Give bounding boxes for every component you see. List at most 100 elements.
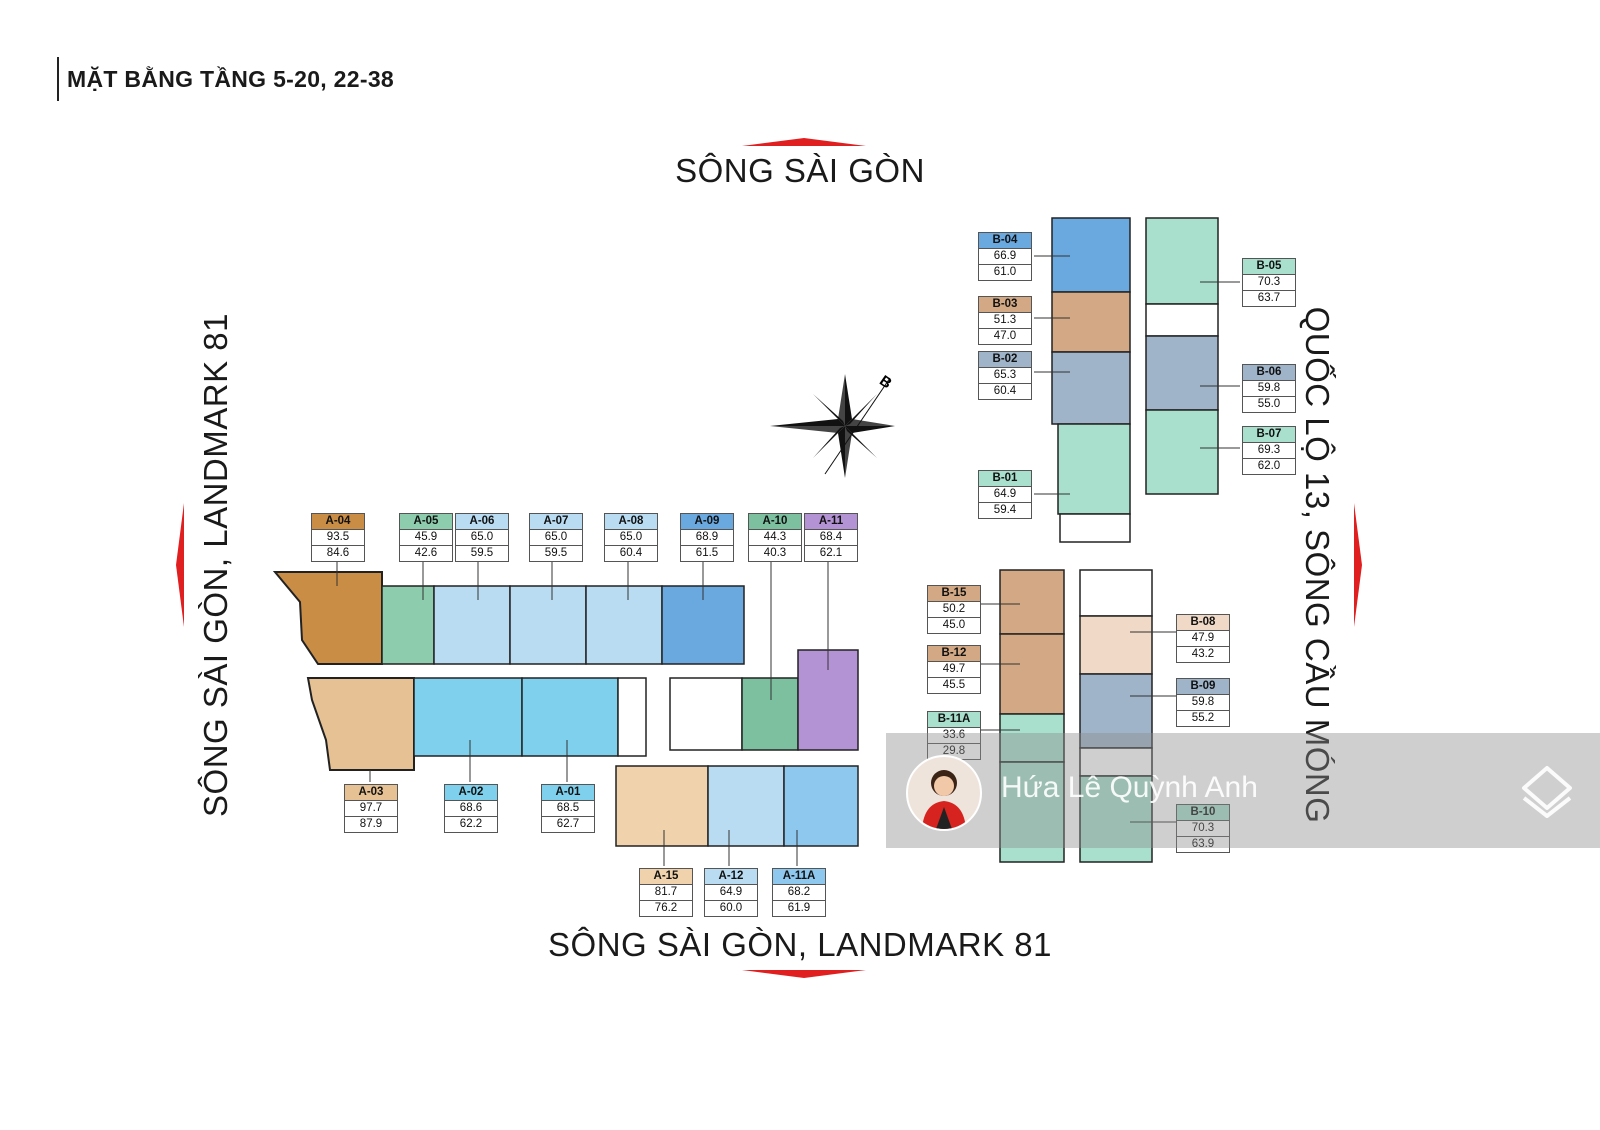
core-B-upper bbox=[1145, 303, 1219, 337]
unit-block-A-07 bbox=[509, 585, 587, 665]
unit-area-gross: 45.9 bbox=[400, 530, 452, 546]
unit-area-gross: 44.3 bbox=[749, 530, 801, 546]
unit-code: B-06 bbox=[1243, 365, 1295, 381]
unit-area-net: 63.7 bbox=[1257, 292, 1281, 304]
unit-area-gross: 64.9 bbox=[979, 487, 1031, 503]
unit-code: B-07 bbox=[1243, 427, 1295, 443]
compass-rose-icon: B bbox=[770, 372, 895, 478]
unit-code: B-12 bbox=[928, 646, 980, 662]
unit-code: A-03 bbox=[345, 785, 397, 801]
unit-area-net: 45.0 bbox=[942, 619, 966, 631]
unit-area-net: 63.9 bbox=[1191, 838, 1215, 850]
unit-area-gross: 93.5 bbox=[312, 530, 364, 546]
unit-code: B-03 bbox=[979, 297, 1031, 313]
unit-block-B-05 bbox=[1145, 217, 1219, 305]
unit-area-net: 62.2 bbox=[459, 818, 483, 830]
unit-area-net: 59.4 bbox=[993, 504, 1017, 516]
unit-area-gross: 59.8 bbox=[1243, 381, 1295, 397]
unit-block-B-11-lower bbox=[999, 761, 1065, 863]
unit-area-gross: 68.6 bbox=[445, 801, 497, 817]
unit-code: B-01 bbox=[979, 471, 1031, 487]
unit-code: B-04 bbox=[979, 233, 1031, 249]
direction-arrow-bottom bbox=[742, 970, 866, 978]
unit-area-net: 55.0 bbox=[1257, 398, 1281, 410]
direction-arrow-top bbox=[742, 138, 866, 146]
unit-code: B-05 bbox=[1243, 259, 1295, 275]
unit-area-net: 62.7 bbox=[556, 818, 580, 830]
unit-block-B-08 bbox=[1079, 615, 1153, 675]
unit-area-gross: 70.3 bbox=[1243, 275, 1295, 291]
unit-area-net: 76.2 bbox=[654, 902, 678, 914]
unit-area-net: 47.0 bbox=[993, 330, 1017, 342]
unit-area-gross: 47.9 bbox=[1177, 631, 1229, 647]
unit-area-net: 29.8 bbox=[942, 745, 966, 757]
unit-block-A-11A bbox=[783, 765, 859, 847]
unit-area-gross: 51.3 bbox=[979, 313, 1031, 329]
watermark-name: Hứa Lê Quỳnh Anh bbox=[1001, 771, 1258, 804]
unit-block-A-03 bbox=[306, 677, 415, 771]
unit-area-net: 60.4 bbox=[993, 385, 1017, 397]
unit-code: A-02 bbox=[445, 785, 497, 801]
unit-area-gross: 97.7 bbox=[345, 801, 397, 817]
unit-area-net: 87.9 bbox=[359, 818, 383, 830]
unit-area-net: 59.5 bbox=[470, 547, 494, 559]
unit-area-net: 84.6 bbox=[326, 547, 350, 559]
unit-area-net: 61.9 bbox=[787, 902, 811, 914]
core-A-east bbox=[669, 677, 743, 751]
unit-code: A-07 bbox=[530, 514, 582, 530]
unit-block-B-06 bbox=[1145, 335, 1219, 411]
unit-block-B-12 bbox=[999, 633, 1065, 715]
plan-title-text: MẶT BẰNG TẦNG 5-20, 22-38 bbox=[67, 65, 395, 92]
unit-code: A-11 bbox=[805, 514, 857, 530]
unit-block-A-08 bbox=[585, 585, 663, 665]
unit-area-gross: 65.0 bbox=[456, 530, 508, 546]
unit-block-A-15 bbox=[615, 765, 709, 847]
unit-area-net: 62.0 bbox=[1257, 460, 1281, 472]
unit-area-net: 60.4 bbox=[619, 547, 643, 559]
unit-block-B-04 bbox=[1051, 217, 1131, 293]
unit-area-gross: 65.3 bbox=[979, 368, 1031, 384]
unit-block-A-10 bbox=[741, 677, 799, 751]
direction-arrow-left bbox=[176, 503, 184, 627]
unit-area-gross: 81.7 bbox=[640, 885, 692, 901]
unit-area-net: 62.1 bbox=[819, 547, 843, 559]
unit-code: B-10 bbox=[1177, 805, 1229, 821]
unit-area-net: 42.6 bbox=[414, 547, 438, 559]
unit-area-gross: 50.2 bbox=[928, 602, 980, 618]
plan-title: MẶT BẰNG TẦNG 5-20, 22-38 bbox=[57, 57, 394, 101]
unit-area-net: 61.0 bbox=[993, 266, 1017, 278]
unit-area-net: 45.5 bbox=[942, 679, 966, 691]
unit-area-gross: 33.6 bbox=[928, 728, 980, 744]
unit-block-A-06 bbox=[433, 585, 511, 665]
unit-code: A-01 bbox=[542, 785, 594, 801]
unit-block-B-15 bbox=[999, 569, 1065, 635]
unit-area-gross: 49.7 bbox=[928, 662, 980, 678]
avatar bbox=[906, 755, 982, 831]
unit-area-gross: 65.0 bbox=[605, 530, 657, 546]
unit-code: A-11A bbox=[773, 869, 825, 885]
unit-code: A-06 bbox=[456, 514, 508, 530]
unit-area-gross: 64.9 bbox=[705, 885, 757, 901]
unit-block-B-07 bbox=[1145, 409, 1219, 495]
unit-area-net: 43.2 bbox=[1191, 648, 1215, 660]
unit-block-B-10 bbox=[1079, 775, 1153, 863]
unit-code: A-04 bbox=[312, 514, 364, 530]
unit-area-net: 40.3 bbox=[763, 547, 787, 559]
house-stack-icon bbox=[1522, 766, 1572, 818]
